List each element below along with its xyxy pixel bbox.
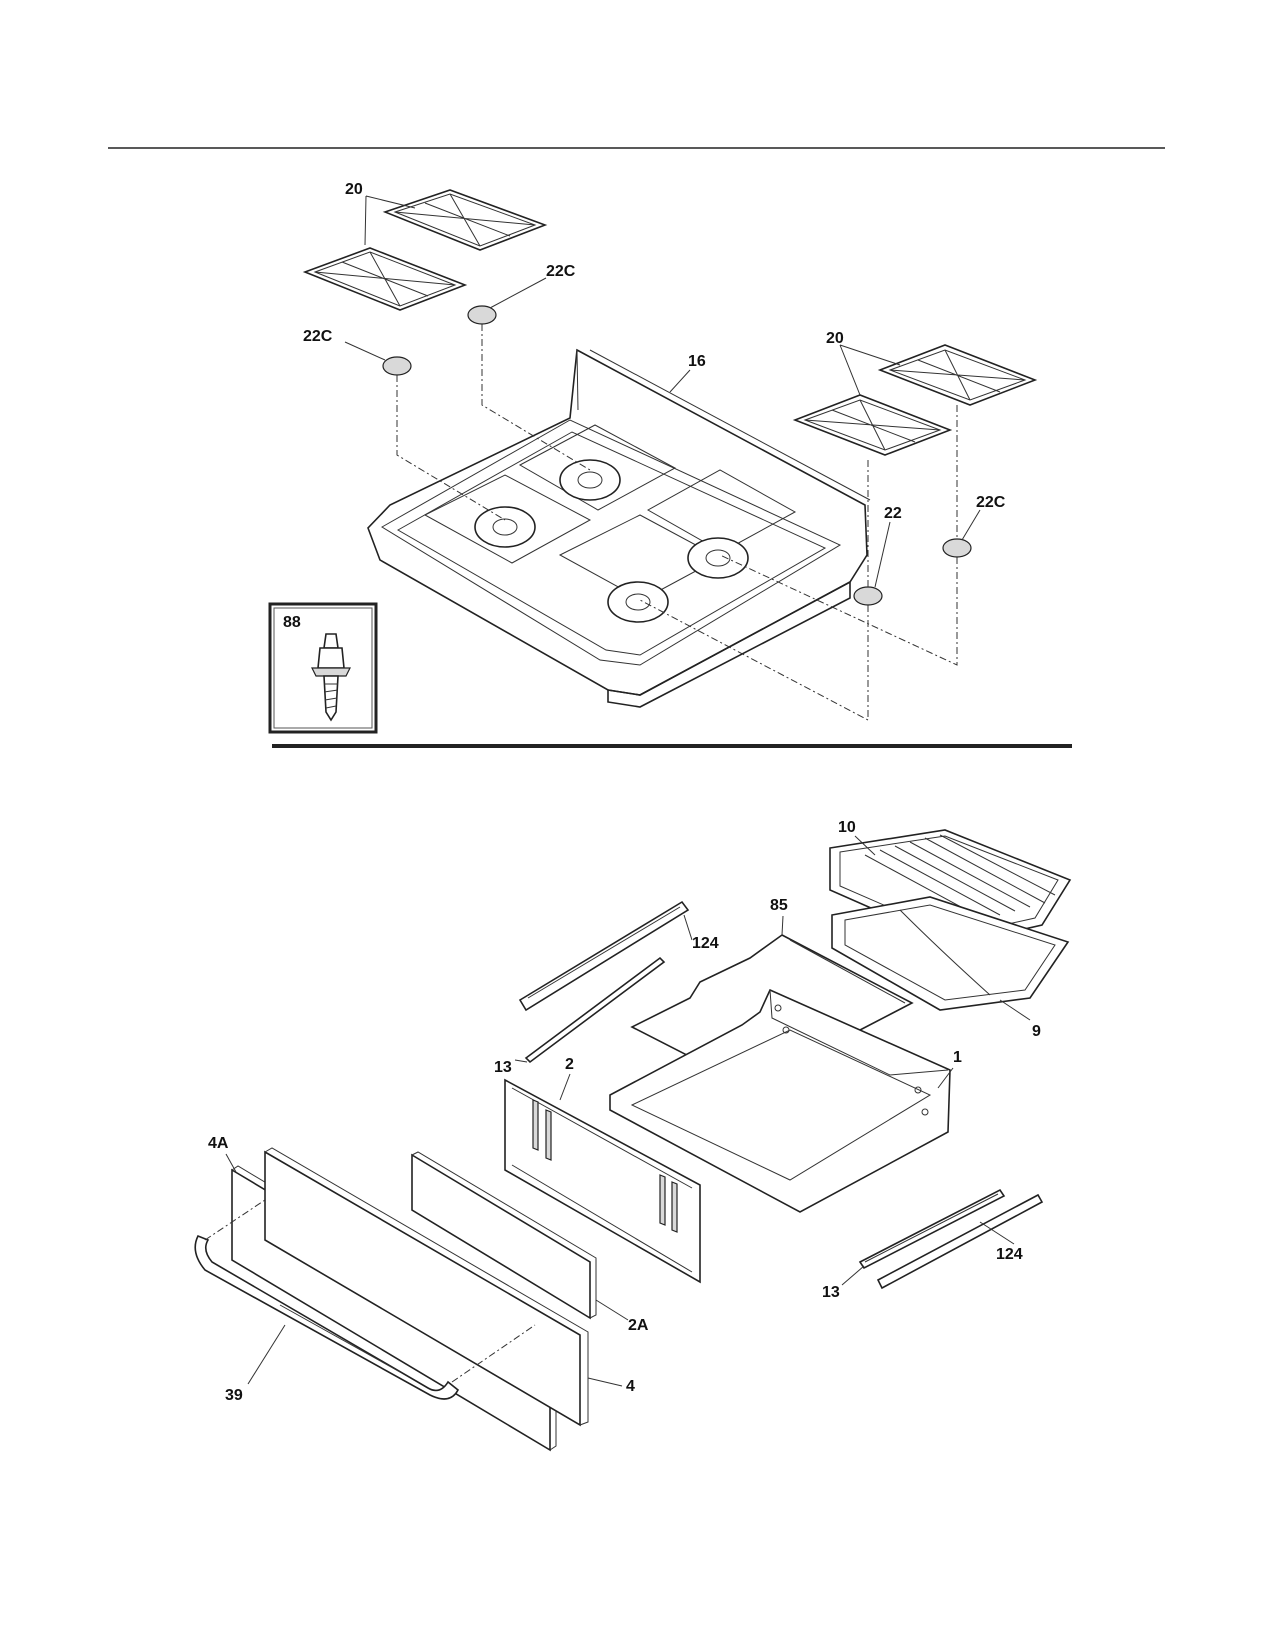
- label-9: 9: [1032, 1023, 1041, 1040]
- label-16: 16: [688, 353, 706, 370]
- leader-line: [595, 1299, 629, 1321]
- leader-line: [979, 1221, 1015, 1245]
- cooktop-part[interactable]: [367, 348, 871, 708]
- guide-line: [396, 375, 506, 521]
- label-4a: 4A: [208, 1135, 229, 1152]
- cap-22-right[interactable]: [853, 586, 883, 606]
- leader-line: [669, 369, 691, 393]
- label-2a: 2A: [628, 1317, 649, 1334]
- guide-line: [481, 324, 591, 471]
- label-22c-c: 22C: [976, 494, 1006, 511]
- leader-line: [781, 915, 784, 936]
- grate-left-pair[interactable]: [302, 189, 548, 311]
- label-4: 4: [626, 1378, 635, 1395]
- leader-line: [587, 1377, 623, 1387]
- leader-line: [247, 1324, 286, 1385]
- leader-line: [854, 835, 876, 856]
- leader-line: [364, 195, 416, 246]
- leader-line: [874, 521, 891, 588]
- label-13-upper: 13: [494, 1059, 512, 1076]
- slide-lower-124-part[interactable]: [876, 1193, 1044, 1290]
- slide-upper-13-part[interactable]: [524, 956, 666, 1064]
- label-10: 10: [838, 819, 856, 836]
- label-2: 2: [565, 1056, 574, 1073]
- leader-line: [839, 344, 901, 396]
- drawer-back-part[interactable]: [504, 1078, 701, 1284]
- leader-line: [841, 1265, 865, 1286]
- label-13-lower: 13: [822, 1284, 840, 1301]
- door-front-4-part[interactable]: [264, 1147, 589, 1427]
- label-20-right: 20: [826, 330, 844, 347]
- guide-line: [204, 1199, 266, 1241]
- drawer-panel-2a-part[interactable]: [411, 1151, 597, 1320]
- label-124-lower: 124: [996, 1246, 1023, 1263]
- label-39: 39: [225, 1387, 243, 1404]
- leader-line: [999, 999, 1031, 1021]
- leader-line: [344, 341, 386, 361]
- leader-line: [961, 509, 981, 541]
- bolt-part[interactable]: [311, 633, 351, 722]
- label-88: 88: [283, 614, 301, 631]
- label-20-left: 20: [345, 181, 363, 198]
- guide-line: [451, 1324, 536, 1383]
- label-22c-a: 22C: [546, 263, 576, 280]
- leader-line: [559, 1073, 571, 1101]
- cap-22c-far-right[interactable]: [942, 538, 972, 558]
- label-22c-b: 22C: [303, 328, 333, 345]
- cap-22c-middle[interactable]: [467, 305, 497, 325]
- label-22: 22: [884, 505, 902, 522]
- leader-line: [937, 1067, 954, 1089]
- leader-line: [514, 1059, 528, 1063]
- label-85: 85: [770, 897, 788, 914]
- guide-line: [719, 554, 958, 666]
- leader-line: [489, 277, 547, 309]
- guide-line: [639, 599, 869, 721]
- slide-lower-13-part[interactable]: [858, 1188, 1006, 1270]
- label-124-upper: 124: [692, 935, 719, 952]
- label-1: 1: [953, 1049, 962, 1066]
- broiler-pan-part[interactable]: [831, 896, 1070, 1011]
- leader-line: [225, 1153, 237, 1173]
- drawer-body-part[interactable]: [609, 988, 951, 1213]
- inset-box-88: [268, 602, 378, 734]
- cap-22c-left[interactable]: [382, 356, 412, 376]
- handle-part[interactable]: [194, 1234, 460, 1400]
- leader-line: [683, 914, 693, 941]
- slide-upper-124-part[interactable]: [518, 900, 690, 1012]
- grate-right-pair[interactable]: [792, 344, 1038, 456]
